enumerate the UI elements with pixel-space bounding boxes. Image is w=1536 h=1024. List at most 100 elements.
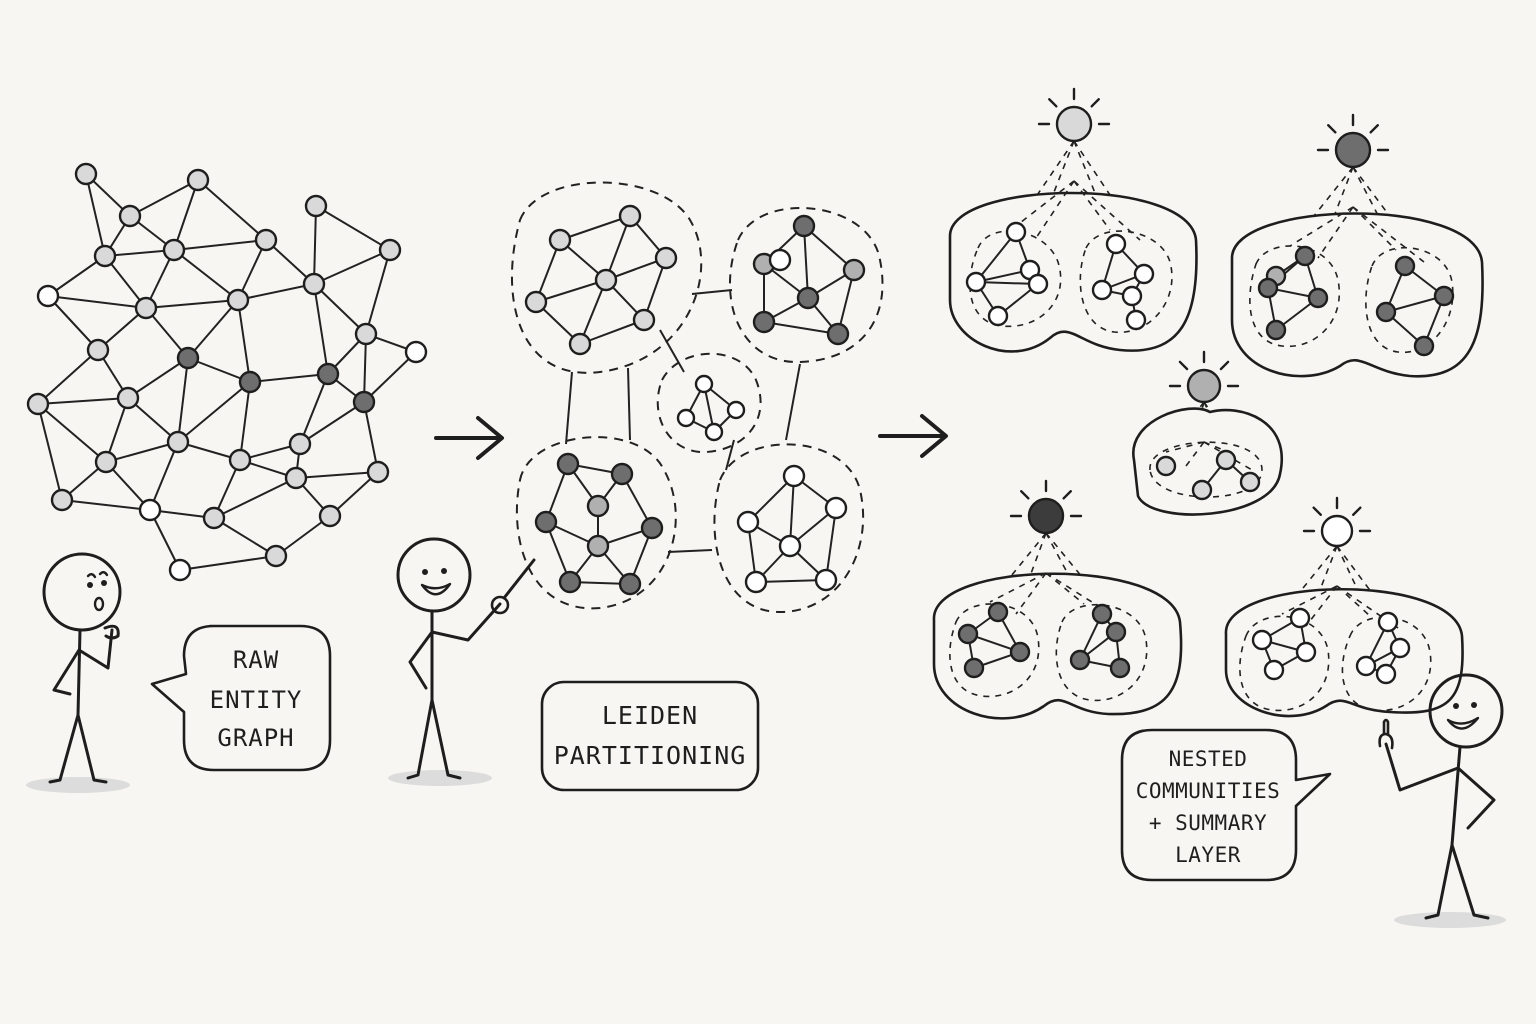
summary-community xyxy=(932,479,1183,720)
entity-node xyxy=(352,390,376,414)
entity-node xyxy=(1091,603,1113,625)
entity-node xyxy=(1009,641,1031,663)
graph-edge xyxy=(173,179,199,251)
entity-node xyxy=(957,623,979,645)
entity-node xyxy=(166,430,190,454)
entity-node xyxy=(238,370,262,394)
entity-node xyxy=(568,332,592,356)
entity-node xyxy=(768,248,792,272)
graph-edge xyxy=(105,441,179,463)
summary-beam xyxy=(989,572,1047,603)
entity-node xyxy=(965,271,987,293)
graph-edge xyxy=(213,477,297,519)
entity-node xyxy=(987,601,1009,623)
graph-edge xyxy=(313,249,391,285)
nested-label-line-4: LAYER xyxy=(1175,843,1241,867)
sub-community xyxy=(1239,615,1330,712)
graph-edge xyxy=(197,179,267,241)
entity-node xyxy=(778,534,802,558)
entity-node xyxy=(36,284,60,308)
summary-beam xyxy=(1317,166,1354,259)
summary-beam xyxy=(1305,545,1338,627)
summary-beam xyxy=(1073,140,1111,231)
summary-beam xyxy=(1352,206,1425,263)
entity-node xyxy=(640,516,664,540)
graph-edge xyxy=(975,231,1017,283)
entity-node xyxy=(842,258,866,282)
graph-edge xyxy=(313,283,367,335)
entity-node xyxy=(1239,471,1261,493)
entity-node xyxy=(118,204,142,228)
parent-community xyxy=(948,191,1198,353)
leiden-communities xyxy=(510,181,884,614)
summary-beam xyxy=(1336,585,1371,617)
graph-edge xyxy=(237,299,251,383)
graph-edge xyxy=(37,403,107,463)
pointing-stick-figure xyxy=(388,537,536,786)
entity-node xyxy=(558,570,582,594)
graph-edge xyxy=(313,205,317,285)
nested-label-line-1: NESTED xyxy=(1169,747,1248,771)
graph-edge xyxy=(755,579,827,583)
graph-edge xyxy=(363,351,417,403)
summary-node-black xyxy=(1027,497,1065,535)
entity-node xyxy=(1377,611,1399,633)
graph-edge xyxy=(605,215,631,281)
summary-beam xyxy=(1015,572,1047,615)
entity-node xyxy=(676,408,696,428)
entity-node xyxy=(792,214,816,238)
entity-node xyxy=(694,374,714,394)
graph-edge xyxy=(763,321,839,335)
entity-node xyxy=(302,272,326,296)
entity-node xyxy=(74,162,98,186)
thinking-stick-figure xyxy=(26,552,130,793)
entity-node xyxy=(736,510,760,534)
graph-edge xyxy=(173,249,239,301)
entity-node xyxy=(987,305,1009,327)
entity-node xyxy=(1191,479,1213,501)
entity-node xyxy=(138,498,162,522)
entity-node xyxy=(1105,621,1127,643)
summary-node-white xyxy=(1320,514,1354,548)
entity-node xyxy=(814,568,838,592)
leiden-label-line-2: PARTITIONING xyxy=(554,741,747,770)
graph-edge xyxy=(177,357,189,443)
summary-beam xyxy=(1317,206,1354,259)
summary-beam xyxy=(1352,206,1397,251)
entity-node xyxy=(610,462,634,486)
leiden-partitioning-box: LEIDEN PARTITIONING xyxy=(540,680,760,792)
entity-node xyxy=(618,572,642,596)
leiden-label-line-1: LEIDEN xyxy=(602,701,698,730)
graph-edge xyxy=(129,179,199,217)
entity-node xyxy=(1091,279,1113,301)
entity-node xyxy=(168,558,192,582)
graph-edge xyxy=(239,381,251,461)
entity-node xyxy=(202,506,226,530)
entity-node xyxy=(534,510,558,534)
entity-node xyxy=(1215,449,1237,471)
entity-node xyxy=(594,268,618,292)
entity-node xyxy=(288,432,312,456)
entity-node xyxy=(254,228,278,252)
summary-community xyxy=(1230,113,1484,378)
nested-label-line-2: COMMUNITIES xyxy=(1136,779,1281,803)
entity-node xyxy=(1121,285,1143,307)
entity-node xyxy=(94,450,118,474)
parent-community xyxy=(1224,588,1464,718)
entity-node xyxy=(826,322,850,346)
entity-node xyxy=(556,452,580,476)
entity-node xyxy=(354,322,378,346)
entity-node xyxy=(1413,335,1435,357)
entity-node xyxy=(1265,319,1287,341)
summary-beam xyxy=(1289,206,1354,247)
glow-rays xyxy=(1168,350,1240,388)
entity-node xyxy=(93,244,117,268)
graph-edge xyxy=(363,401,379,473)
graph-edge xyxy=(313,283,329,375)
entity-node xyxy=(1289,607,1311,629)
sub-community xyxy=(1149,441,1263,498)
entity-node xyxy=(1375,301,1397,323)
entity-node xyxy=(1257,277,1279,299)
graph-edge xyxy=(535,279,607,303)
